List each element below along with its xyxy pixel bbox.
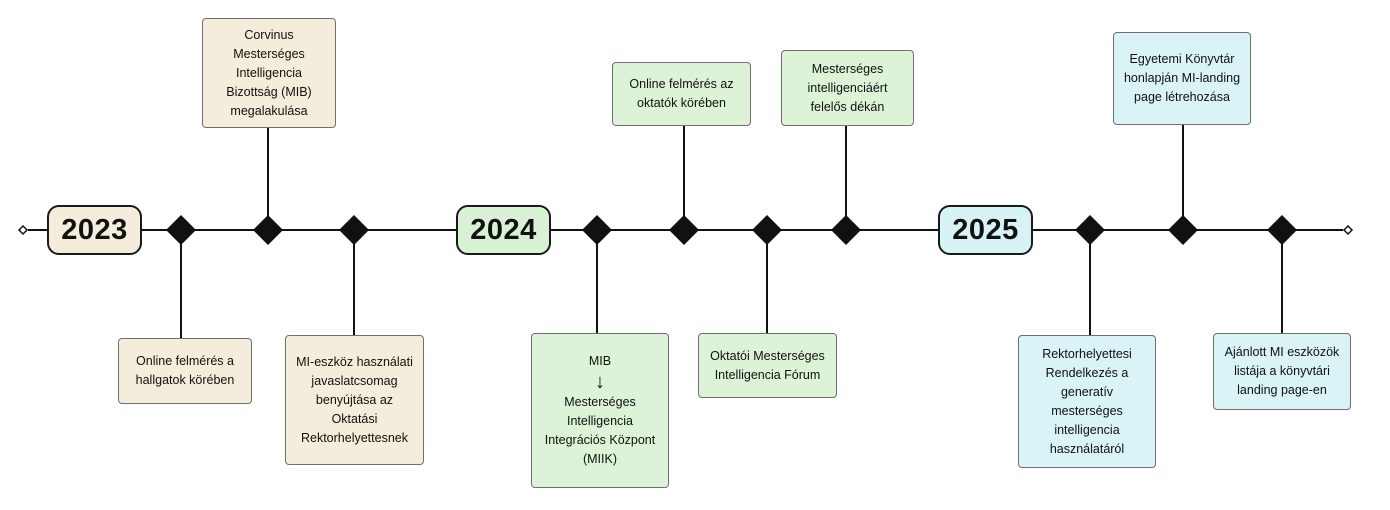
milestone-marker [253, 215, 283, 245]
milestone-marker [669, 215, 699, 245]
milestone-marker [1168, 215, 1198, 245]
event-text: MI-eszköz használati javaslatcsomag beny… [296, 354, 413, 445]
year-label-2024: 2024 [456, 205, 551, 255]
event-text: Corvinus Mesterséges Intelligencia Bizot… [226, 27, 312, 118]
event-ai-tool-package: MI-eszköz használati javaslatcsomag beny… [285, 335, 424, 465]
event-text-to: Mesterséges Intelligencia Integrációs Kö… [544, 395, 656, 466]
event-mib-founded: Corvinus Mesterséges Intelligencia Bizot… [202, 18, 336, 128]
event-mib-to-miik: MIB ↓ Mesterséges Intelligencia Integrác… [531, 333, 669, 488]
event-student-survey: Online felmérés a hallgatok körében [118, 338, 252, 404]
event-text-from: MIB [588, 354, 612, 368]
timeline-start-cap [17, 224, 29, 236]
milestone-marker [166, 215, 196, 245]
event-text: Ajánlott MI eszközök listája a könyvtári… [1224, 345, 1340, 397]
event-text: Oktatói Mesterséges Intelligencia Fórum [710, 348, 825, 382]
event-text: Mesterséges intelligenciáért felelős dék… [807, 61, 888, 114]
milestone-marker [582, 215, 612, 245]
timeline-end-cap [1342, 224, 1354, 236]
event-text: Rektorhelyettesi Rendelkezés a generatív… [1042, 346, 1132, 456]
event-ai-dean: Mesterséges intelligenciáért felelős dék… [781, 50, 914, 126]
event-tool-list: Ajánlott MI eszközök listája a könyvtári… [1213, 333, 1351, 410]
year-label-2023: 2023 [47, 205, 142, 255]
milestone-marker [339, 215, 369, 245]
milestone-marker [1075, 215, 1105, 245]
arrow-down-icon: ↓ [595, 371, 605, 393]
milestone-marker [752, 215, 782, 245]
year-label-2025: 2025 [938, 205, 1033, 255]
event-text: Online felmérés a hallgatok körében [135, 354, 235, 387]
milestone-marker [1267, 215, 1297, 245]
event-rector-decree: Rektorhelyettesi Rendelkezés a generatív… [1018, 335, 1156, 468]
event-text: Online felmérés az oktatók körében [629, 77, 734, 110]
event-text: Egyetemi Könyvtár honlapján MI-landing p… [1123, 52, 1241, 104]
event-teacher-forum: Oktatói Mesterséges Intelligencia Fórum [698, 333, 837, 398]
event-teacher-survey: Online felmérés az oktatók körében [612, 62, 751, 126]
event-landing-page: Egyetemi Könyvtár honlapján MI-landing p… [1113, 32, 1251, 125]
milestone-marker [831, 215, 861, 245]
